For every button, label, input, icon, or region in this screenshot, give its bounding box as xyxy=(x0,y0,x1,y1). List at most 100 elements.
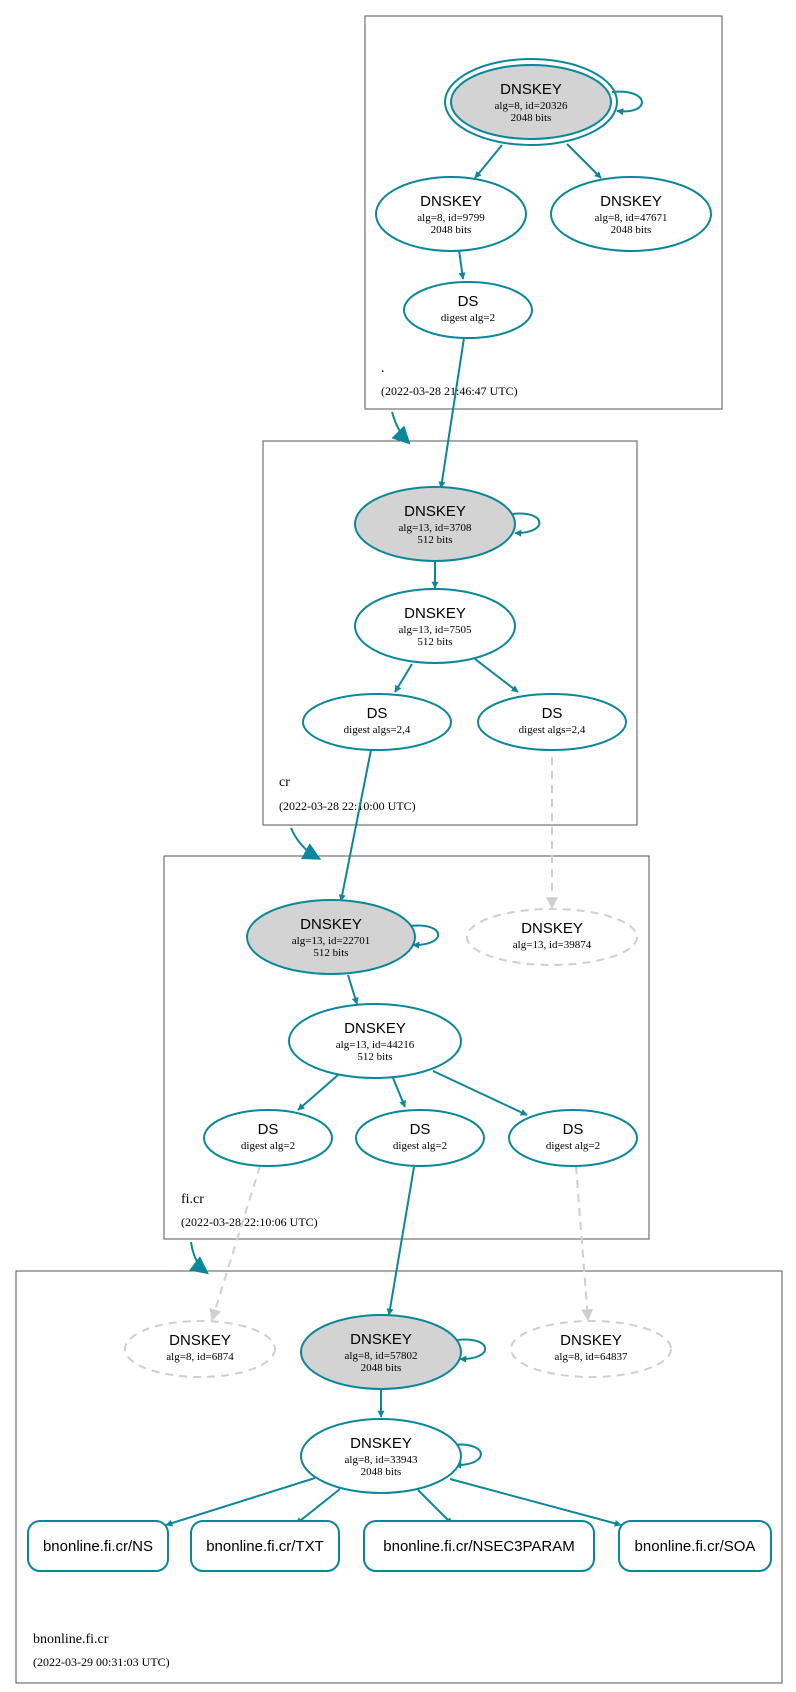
node-fi-ds1-title: DS xyxy=(258,1121,279,1138)
node-root-ksk-outer-ring xyxy=(444,58,618,146)
edge-fi-zsk-ds1 xyxy=(297,1074,339,1111)
edge-fi-ds2-bn-ksk xyxy=(386,1166,415,1316)
node-fi-ksk-title: DNSKEY xyxy=(300,916,362,933)
edge-root-ksk-zsk2 xyxy=(566,143,602,179)
node-fi-ksk-shape xyxy=(246,899,416,975)
node-bn-zsk-title: DNSKEY xyxy=(350,1435,412,1452)
node-root-ds-shape xyxy=(403,281,533,339)
zone-bnonline-name: bnonline.fi.cr xyxy=(33,1632,109,1647)
edge-fi-zsk-ds3 xyxy=(432,1070,528,1116)
node-cr-zsk-shape xyxy=(354,588,516,664)
edge-bn-zsk-self xyxy=(451,1443,482,1469)
edge-fi-ds3-bn-missing2 xyxy=(575,1165,594,1322)
node-cr-ds2-line-1: digest algs=2,4 xyxy=(519,724,586,736)
node-fi-ds2[interactable]: DS digest alg=2 xyxy=(355,1109,485,1167)
node-bn-ksk-line-2: 2048 bits xyxy=(361,1362,402,1374)
node-fi-ds1-line-1: digest alg=2 xyxy=(241,1140,295,1152)
node-cr-ksk-shape xyxy=(354,486,516,562)
node-fi-ds2-shape xyxy=(355,1109,485,1167)
node-bn-zsk[interactable]: DNSKEY alg=8, id=33943 2048 bits xyxy=(300,1418,462,1494)
rrset-ns-shape xyxy=(27,1520,169,1572)
node-bn-ksk-shape xyxy=(300,1314,462,1390)
node-bn-zsk-line-1: alg=8, id=33943 xyxy=(345,1454,418,1466)
edges xyxy=(165,90,643,1527)
edge-root-zsk1-ds xyxy=(458,249,466,280)
node-root-zsk2-line-1: alg=8, id=47671 xyxy=(595,212,668,224)
node-root-ds-line-1: digest alg=2 xyxy=(441,312,495,324)
zone-cr-name: cr xyxy=(279,775,290,790)
node-bn-ksk-line-1: alg=8, id=57802 xyxy=(345,1350,418,1362)
node-fi-ksk[interactable]: DNSKEY alg=13, id=22701 512 bits xyxy=(246,899,416,975)
edge-bn-zsk-nsec3param xyxy=(417,1489,453,1525)
node-cr-ds1-line-1: digest algs=2,4 xyxy=(344,724,411,736)
node-cr-ksk-title: DNSKEY xyxy=(404,503,466,520)
node-root-zsk2[interactable]: DNSKEY alg=8, id=47671 2048 bits xyxy=(550,176,712,252)
node-fi-ds3[interactable]: DS digest alg=2 xyxy=(508,1109,638,1167)
rrset-txt-label: bnonline.fi.cr/TXT xyxy=(206,1538,324,1555)
node-cr-ksk[interactable]: DNSKEY alg=13, id=3708 512 bits xyxy=(354,486,516,562)
node-bn-missing2-line-1: alg=8, id=64837 xyxy=(555,1351,628,1363)
edge-bn-ksk-self xyxy=(456,1338,487,1363)
rrset-nsec3param-shape xyxy=(363,1520,595,1572)
zone-root-timestamp: (2022-03-28 21:46:47 UTC) xyxy=(381,384,518,398)
node-cr-ds2[interactable]: DS digest algs=2,4 xyxy=(477,693,627,751)
node-root-ds-title: DS xyxy=(458,293,479,310)
delegation-arrows xyxy=(189,411,411,1275)
node-root-ksk-line-1: alg=8, id=20326 xyxy=(495,100,568,112)
node-root-ksk-line-2: 2048 bits xyxy=(511,112,552,124)
node-bn-ksk[interactable]: DNSKEY alg=8, id=57802 2048 bits xyxy=(300,1314,462,1390)
node-fi-zsk-line-1: alg=13, id=44216 xyxy=(336,1039,415,1051)
node-fi-ds1-shape xyxy=(203,1109,333,1167)
node-bn-missing1-line-1: alg=8, id=6874 xyxy=(166,1351,234,1363)
delegation-arrow-root-cr xyxy=(391,411,411,445)
node-cr-zsk-line-1: alg=13, id=7505 xyxy=(399,624,472,636)
node-fi-ds2-title: DS xyxy=(410,1121,431,1138)
node-cr-ds1-title: DS xyxy=(367,705,388,722)
rrset-soa[interactable]: bnonline.fi.cr/SOA xyxy=(618,1520,772,1572)
node-fi-zsk[interactable]: DNSKEY alg=13, id=44216 512 bits xyxy=(288,1003,462,1079)
node-fi-zsk-shape xyxy=(288,1003,462,1079)
node-cr-ksk-line-2: 512 bits xyxy=(417,534,452,546)
node-bn-missing1[interactable]: DNSKEY alg=8, id=6874 xyxy=(124,1320,276,1378)
node-fi-missing[interactable]: DNSKEY alg=13, id=39874 xyxy=(466,908,638,966)
zone-fi-cr-timestamp: (2022-03-28 22:10:06 UTC) xyxy=(181,1215,318,1229)
edge-bn-zsk-ns xyxy=(165,1477,316,1527)
node-bn-zsk-line-2: 2048 bits xyxy=(361,1466,402,1478)
node-fi-zsk-line-2: 512 bits xyxy=(357,1051,392,1063)
node-root-ksk-shape xyxy=(450,64,612,140)
node-bn-missing2[interactable]: DNSKEY alg=8, id=64837 xyxy=(510,1320,672,1378)
rrset-ns[interactable]: bnonline.fi.cr/NS xyxy=(27,1520,169,1572)
edge-fi-ksk-zsk xyxy=(347,974,359,1005)
node-cr-ksk-line-1: alg=13, id=3708 xyxy=(399,522,472,534)
node-cr-ds1[interactable]: DS digest algs=2,4 xyxy=(302,693,452,751)
edge-root-ds-cr-ksk xyxy=(438,337,465,489)
node-fi-zsk-title: DNSKEY xyxy=(344,1020,406,1037)
edge-bn-zsk-soa xyxy=(449,1478,622,1527)
zone-cr-timestamp: (2022-03-28 22:10:00 UTC) xyxy=(279,799,416,813)
node-root-ksk[interactable]: DNSKEY alg=8, id=20326 2048 bits xyxy=(444,58,618,146)
node-cr-zsk[interactable]: DNSKEY alg=13, id=7505 512 bits xyxy=(354,588,516,664)
edge-fi-zsk-ds2 xyxy=(392,1077,406,1108)
node-root-zsk2-line-2: 2048 bits xyxy=(611,224,652,236)
rrset-nsec3param[interactable]: bnonline.fi.cr/NSEC3PARAM xyxy=(363,1520,595,1572)
rrset-txt[interactable]: bnonline.fi.cr/TXT xyxy=(190,1520,340,1572)
node-root-zsk1-line-2: 2048 bits xyxy=(431,224,472,236)
node-root-ds[interactable]: DS digest alg=2 xyxy=(403,281,533,339)
node-fi-ds1[interactable]: DS digest alg=2 xyxy=(203,1109,333,1167)
node-bn-missing2-shape xyxy=(510,1320,672,1378)
delegation-arrow-cr-fi xyxy=(290,827,322,860)
node-cr-zsk-line-2: 512 bits xyxy=(417,636,452,648)
node-root-zsk1[interactable]: DNSKEY alg=8, id=9799 2048 bits xyxy=(375,176,527,252)
edge-root-ksk-zsk1 xyxy=(474,144,503,179)
zone-root-name: . xyxy=(381,361,385,376)
edge-cr-zsk-ds1 xyxy=(394,663,413,693)
node-root-ksk-title: DNSKEY xyxy=(500,81,562,98)
rrset-soa-shape xyxy=(618,1520,772,1572)
edge-root-ksk-self xyxy=(611,90,643,116)
rrset-soa-label: bnonline.fi.cr/SOA xyxy=(635,1538,756,1555)
node-root-zsk1-title: DNSKEY xyxy=(420,193,482,210)
node-fi-ds3-line-1: digest alg=2 xyxy=(546,1140,600,1152)
node-cr-zsk-title: DNSKEY xyxy=(404,605,466,622)
node-fi-ds2-line-1: digest alg=2 xyxy=(393,1140,447,1152)
node-root-zsk1-shape xyxy=(375,176,527,252)
